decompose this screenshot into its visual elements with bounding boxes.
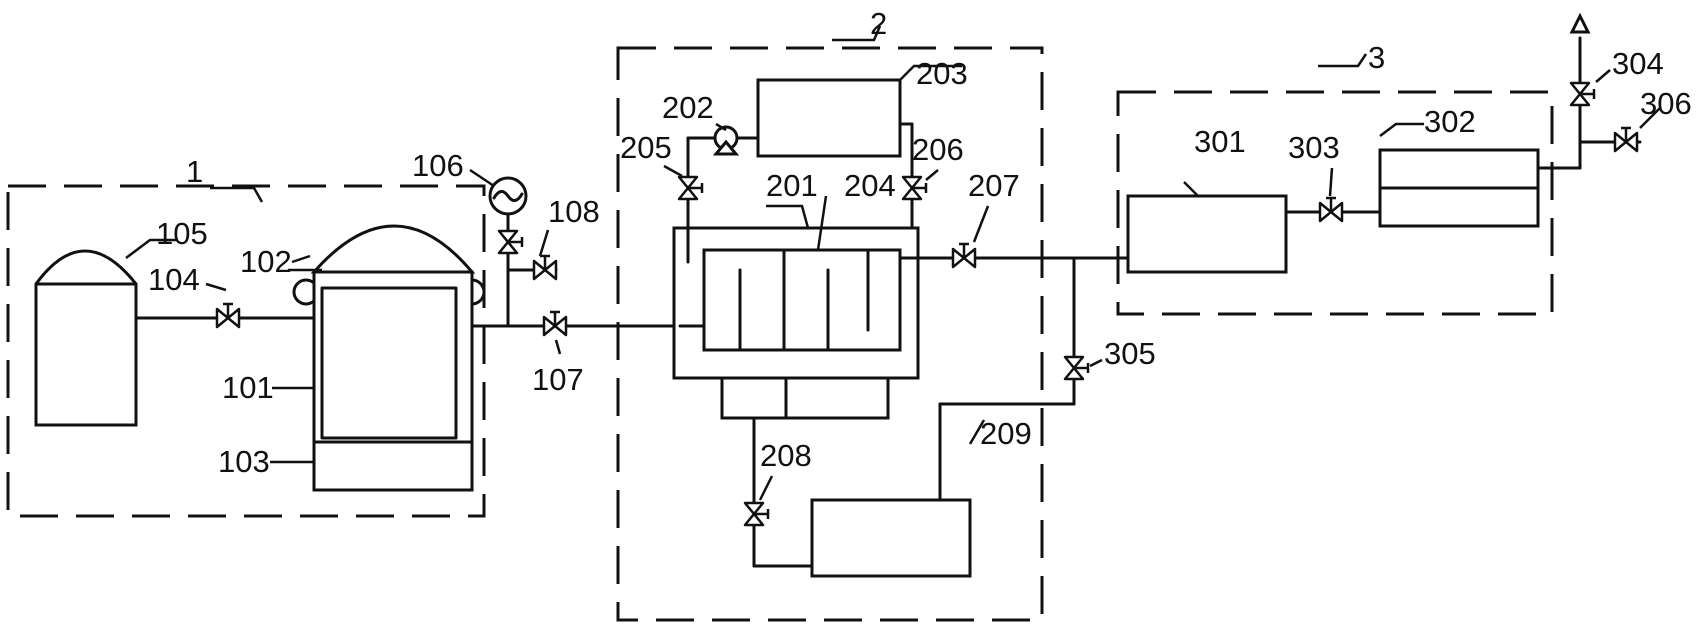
group-2-boundary: [616, 46, 1044, 622]
label-201: 201: [766, 168, 818, 203]
label-204: 204: [844, 168, 896, 203]
label-101: 101: [222, 370, 274, 405]
label-305: 305: [1104, 336, 1156, 371]
valve-106[interactable]: [497, 229, 524, 255]
gauge-icon: [488, 176, 528, 216]
label-102: 102: [240, 244, 292, 279]
label-105: 105: [156, 216, 208, 251]
label-3: 3: [1368, 40, 1385, 75]
valve-304[interactable]: [1569, 81, 1596, 107]
unit-203: [756, 78, 902, 158]
label-303: 303: [1288, 130, 1340, 165]
valve-205[interactable]: [677, 175, 704, 201]
label-1: 1: [186, 154, 203, 189]
label-208: 208: [760, 438, 812, 473]
pump-icon: [712, 125, 740, 156]
valve-208[interactable]: [743, 501, 770, 527]
label-202: 202: [662, 90, 714, 125]
valve-104[interactable]: [215, 302, 241, 329]
unit-209: [810, 498, 972, 578]
valve-207[interactable]: [951, 242, 977, 269]
valve-303[interactable]: [1318, 196, 1344, 223]
label-306: 306: [1640, 86, 1692, 121]
label-103: 103: [218, 444, 270, 479]
label-304: 304: [1612, 46, 1664, 81]
valve-306[interactable]: [1613, 126, 1639, 153]
vent-arrow-icon: [1569, 12, 1591, 34]
group-1-boundary: [6, 184, 486, 518]
label-205: 205: [620, 130, 672, 165]
label-203: 203: [916, 56, 968, 91]
unit-301: [1126, 194, 1288, 274]
label-107: 107: [532, 362, 584, 397]
label-207: 207: [968, 168, 1020, 203]
valve-108[interactable]: [532, 254, 558, 281]
tank-105: [34, 249, 138, 427]
label-2: 2: [870, 6, 887, 41]
label-209: 209: [980, 416, 1032, 451]
group-3-boundary: [1116, 90, 1554, 316]
valve-206[interactable]: [901, 175, 928, 201]
valve-305[interactable]: [1063, 355, 1090, 381]
label-104: 104: [148, 262, 200, 297]
label-106: 106: [412, 148, 464, 183]
label-301: 301: [1194, 124, 1246, 159]
unit-204: [702, 248, 902, 352]
vessel-101: [292, 224, 486, 492]
label-206: 206: [912, 132, 964, 167]
valve-107[interactable]: [542, 310, 568, 337]
label-302: 302: [1424, 104, 1476, 139]
label-108: 108: [548, 194, 600, 229]
